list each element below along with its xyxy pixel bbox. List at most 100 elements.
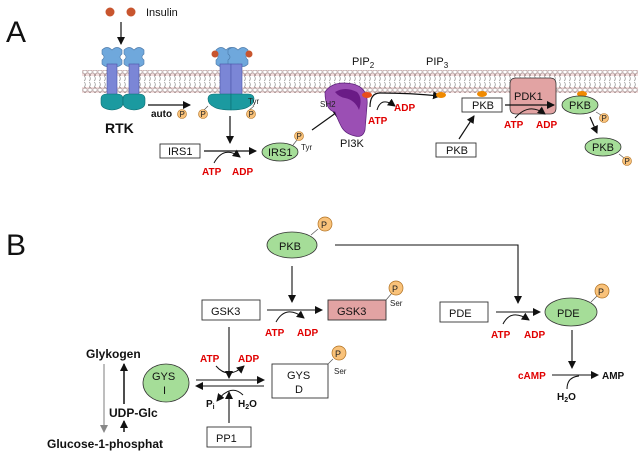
pkb-active — [266, 231, 318, 259]
pkb-recruitment-arrow — [458, 115, 475, 140]
ser-label: Ser — [390, 299, 403, 308]
lipid-tail — [439, 75, 441, 88]
lipid-tail — [454, 75, 456, 88]
lipid-tail — [144, 75, 146, 88]
pde-inactive-box — [439, 301, 489, 323]
lipid-tail — [459, 75, 461, 88]
lipid-tail — [624, 75, 626, 88]
lipid-tail — [159, 75, 161, 88]
svg-text:P: P — [335, 349, 341, 359]
lipid-tail — [404, 75, 406, 88]
lipid-tail — [474, 75, 476, 88]
svg-text:P: P — [598, 287, 604, 297]
lipid-tail — [324, 75, 326, 88]
lipid-tail — [469, 75, 471, 88]
lipid-tail — [209, 75, 211, 88]
irs1-active-label: IRS1 — [268, 147, 292, 159]
phosphate-icon: P — [177, 109, 187, 119]
lipid-tail — [164, 75, 166, 88]
lipid-tail — [389, 75, 391, 88]
svg-text:P: P — [625, 157, 630, 166]
pkb-active-membrane — [561, 95, 599, 115]
lipid-tail — [614, 75, 616, 88]
adp-label: ADP — [232, 167, 253, 178]
lipid-tail — [89, 75, 91, 88]
pkb-membrane-box — [461, 97, 503, 113]
lipid-tail — [94, 75, 96, 88]
phosphate-icon: P — [622, 156, 632, 166]
insulin-molecules: Insulin — [105, 7, 178, 19]
lipid-tail — [189, 75, 191, 88]
lipid-tail — [599, 75, 601, 88]
auto-label: auto — [151, 109, 172, 120]
lipid-tail — [294, 75, 296, 88]
lipid-tail — [279, 75, 281, 88]
lipid-tail — [484, 75, 486, 88]
phosphate-icon: P — [294, 131, 304, 141]
pip2-label: PIP2 — [352, 56, 375, 70]
pde-label: PDE — [449, 308, 472, 320]
pip2-to-pip3-arrow — [369, 91, 441, 108]
lipid-tail — [214, 75, 216, 88]
pip3-headgroup — [436, 92, 446, 98]
atp-label: ATP — [368, 116, 388, 127]
pi3k-label: PI3K — [340, 138, 365, 150]
gsk3-p-label: GSK3 — [337, 306, 366, 318]
pi3k-enzyme — [324, 82, 372, 137]
lipid-tail — [249, 75, 251, 88]
rtk-label: RTK — [105, 120, 134, 136]
adp-label: ADP — [297, 328, 318, 339]
lipid-tail — [584, 75, 586, 88]
atp-adp-curve — [213, 149, 241, 164]
lipid-tail — [124, 75, 126, 88]
panel-b-label: B — [6, 229, 26, 262]
gsk3-label: GSK3 — [211, 306, 240, 318]
lipid-tail — [444, 75, 446, 88]
sh2-label: SH2 — [320, 100, 336, 109]
lipid-tail — [449, 75, 451, 88]
lipid-tail — [479, 75, 481, 88]
bound-insulin-icon — [211, 50, 219, 58]
pkb-cytosol-label: PKB — [446, 145, 468, 157]
lipid-tail — [204, 75, 206, 88]
lipid-tail — [499, 75, 501, 88]
lipid-tail — [619, 75, 621, 88]
lipid-tail — [374, 75, 376, 88]
lipid-tail — [284, 75, 286, 88]
adp-label: ADP — [536, 120, 557, 131]
insulin-label: Insulin — [146, 7, 178, 19]
lipid-tail — [634, 75, 636, 88]
gsk3-active-box — [201, 299, 261, 321]
gys-i-bottom-label: I — [163, 385, 166, 397]
atp-label: ATP — [202, 167, 222, 178]
svg-text:P: P — [180, 110, 185, 119]
lipid-tail — [169, 75, 171, 88]
lipid-tail — [154, 75, 156, 88]
lipid-tail — [104, 75, 106, 88]
pde-phosphorylated — [544, 297, 598, 327]
lipid-tail — [119, 75, 121, 88]
panel-a-label: A — [6, 16, 26, 49]
pi-label: Pi — [206, 399, 215, 411]
irs1-inactive-label: IRS1 — [168, 146, 192, 158]
lipid-tail — [199, 75, 201, 88]
adp-label: ADP — [238, 354, 259, 365]
glykogen-label: Glykogen — [86, 347, 141, 361]
lipid-tail — [274, 75, 276, 88]
lipid-tail — [419, 75, 421, 88]
lipid-tail — [429, 75, 431, 88]
lipid-tail — [424, 75, 426, 88]
lipid-tail — [269, 75, 271, 88]
lipid-tail — [559, 75, 561, 88]
lipid-tail — [244, 75, 246, 88]
pip3-label: PIP3 — [426, 56, 449, 70]
lipid-tail — [579, 75, 581, 88]
pkb-active-membrane-label: PKB — [569, 100, 591, 112]
lipid-tail — [609, 75, 611, 88]
lipid-tail — [254, 75, 256, 88]
lipid-tail — [494, 75, 496, 88]
phosphate-icon: P — [599, 113, 609, 123]
lipid-tail — [289, 75, 291, 88]
atp-label: ATP — [504, 120, 524, 131]
